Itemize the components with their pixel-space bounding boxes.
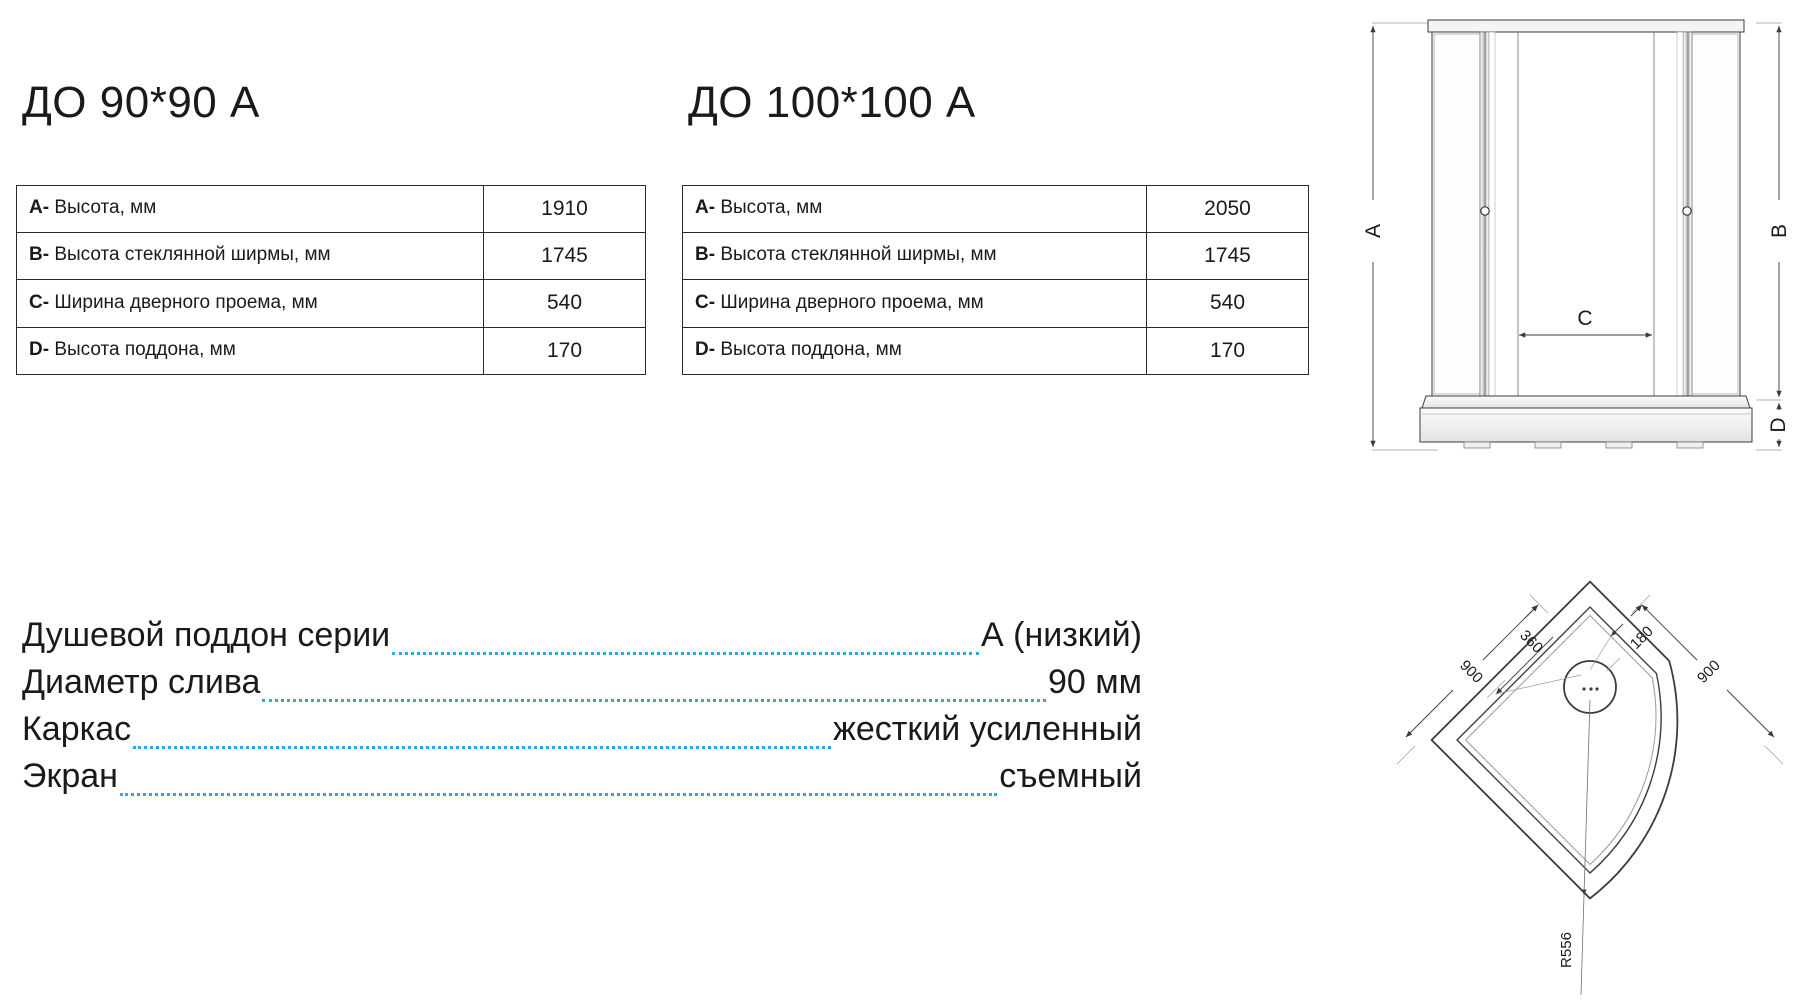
dimension-dash: - xyxy=(42,244,50,266)
spec-value: съемный xyxy=(999,756,1142,795)
dimension-dash: - xyxy=(708,244,716,266)
dimension-label: Высота, мм xyxy=(54,197,157,219)
spec-value: 90 мм xyxy=(1047,662,1142,701)
model-title-100x100: ДО 100*100 А xyxy=(688,78,976,127)
table-cell-label: D- Высота поддона, мм xyxy=(682,326,1147,375)
table-cell-label: A- Высота, мм xyxy=(682,184,1147,234)
dimension-label: Высота стеклянной ширмы, мм xyxy=(54,244,331,266)
table-cell-label: A- Высота, мм xyxy=(16,184,484,234)
list-item: Душевой поддон серии А (низкий) xyxy=(22,612,1142,659)
elevation-dimension-d: D xyxy=(1767,417,1790,432)
tray-dimension-width-left: 900 xyxy=(1456,657,1486,687)
dimension-letter: D xyxy=(29,338,43,360)
table-row: A- Высота, мм 1910 xyxy=(16,184,646,234)
table-cell-value: 1910 xyxy=(483,184,646,234)
door-handle-right-icon xyxy=(1682,206,1692,216)
table-row: A- Высота, мм 2050 xyxy=(682,184,1309,234)
spec-table-100x100: A- Высота, мм 2050 B- Высота стеклянной … xyxy=(682,184,1309,375)
dimension-letter: C xyxy=(29,291,43,313)
model-title-90x90: ДО 90*90 А xyxy=(22,78,260,127)
dimension-dash: - xyxy=(708,197,716,219)
table-cell-label: C- Ширина дверного проема, мм xyxy=(16,279,484,328)
dimension-letter: C xyxy=(695,291,709,313)
elevation-dimension-b: B xyxy=(1768,224,1791,238)
dotted-leader xyxy=(392,651,979,655)
dotted-leader xyxy=(262,698,1046,702)
dimension-dash: - xyxy=(708,338,716,360)
list-item: Диаметр слива 90 мм xyxy=(22,659,1142,706)
dimension-dash: - xyxy=(42,197,50,219)
dimension-label: Высота, мм xyxy=(720,197,823,219)
dimension-dash: - xyxy=(42,291,50,313)
table-row: C- Ширина дверного проема, мм 540 xyxy=(682,279,1309,328)
dimension-label: Высота стеклянной ширмы, мм xyxy=(720,244,997,266)
spec-value: А (низкий) xyxy=(981,616,1142,654)
table-cell-label: C- Ширина дверного проема, мм xyxy=(682,279,1147,328)
tray-dimension-radius: R556 xyxy=(1558,932,1575,968)
table-cell-value: 1745 xyxy=(483,232,646,281)
elevation-dimension-a: A xyxy=(1362,224,1385,238)
dotted-leader xyxy=(133,745,832,749)
table-cell-label: B- Высота стеклянной ширмы, мм xyxy=(682,232,1147,281)
dimension-letter: B xyxy=(695,244,709,266)
list-item: Каркас жесткий усиленный xyxy=(22,706,1142,753)
table-cell-value: 170 xyxy=(1146,326,1309,375)
table-row: C- Ширина дверного проема, мм 540 xyxy=(16,279,646,328)
dimension-letter: A xyxy=(695,197,709,219)
dimension-label: Ширина дверного проема, мм xyxy=(720,291,984,313)
spec-label: Диаметр слива xyxy=(22,662,261,701)
dimension-label: Высота поддона, мм xyxy=(720,338,902,360)
dimension-letter: A xyxy=(29,197,43,219)
table-cell-value: 540 xyxy=(483,279,646,328)
shower-tray-plan-drawing: R556 900 900 360 180 xyxy=(1375,495,1819,1000)
spec-table-90x90: A- Высота, мм 1910 B- Высота стеклянной … xyxy=(16,184,646,375)
dimension-letter: B xyxy=(29,244,43,266)
table-cell-value: 540 xyxy=(1146,279,1309,328)
table-cell-value: 1745 xyxy=(1146,232,1309,281)
specification-list: Душевой поддон серии А (низкий) Диаметр … xyxy=(22,612,1142,800)
table-cell-label: D- Высота поддона, мм xyxy=(16,326,484,375)
spec-label: Душевой поддон серии xyxy=(22,616,391,654)
door-handle-left-icon xyxy=(1480,206,1490,216)
dotted-leader xyxy=(119,792,998,796)
shower-cabin-elevation-drawing: A B D C xyxy=(1358,2,1819,462)
dimension-label: Ширина дверного проема, мм xyxy=(54,291,318,313)
table-row: B- Высота стеклянной ширмы, мм 1745 xyxy=(16,232,646,281)
dimension-label: Высота поддона, мм xyxy=(54,338,236,360)
spec-label: Экран xyxy=(22,756,118,795)
table-row: D- Высота поддона, мм 170 xyxy=(16,326,646,375)
dimension-dash: - xyxy=(708,291,716,313)
spec-label: Каркас xyxy=(22,709,132,748)
dimension-dash: - xyxy=(42,338,50,360)
elevation-dimension-c: C xyxy=(1577,307,1592,330)
spec-value: жесткий усиленный xyxy=(833,709,1142,748)
table-cell-value: 170 xyxy=(483,326,646,375)
table-cell-value: 2050 xyxy=(1146,184,1309,234)
table-row: D- Высота поддона, мм 170 xyxy=(682,326,1309,375)
dimension-letter: D xyxy=(695,338,709,360)
table-row: B- Высота стеклянной ширмы, мм 1745 xyxy=(682,232,1309,281)
list-item: Экран съемный xyxy=(22,753,1142,800)
table-cell-label: B- Высота стеклянной ширмы, мм xyxy=(16,232,484,281)
tray-dimension-width-right: 900 xyxy=(1694,657,1724,687)
